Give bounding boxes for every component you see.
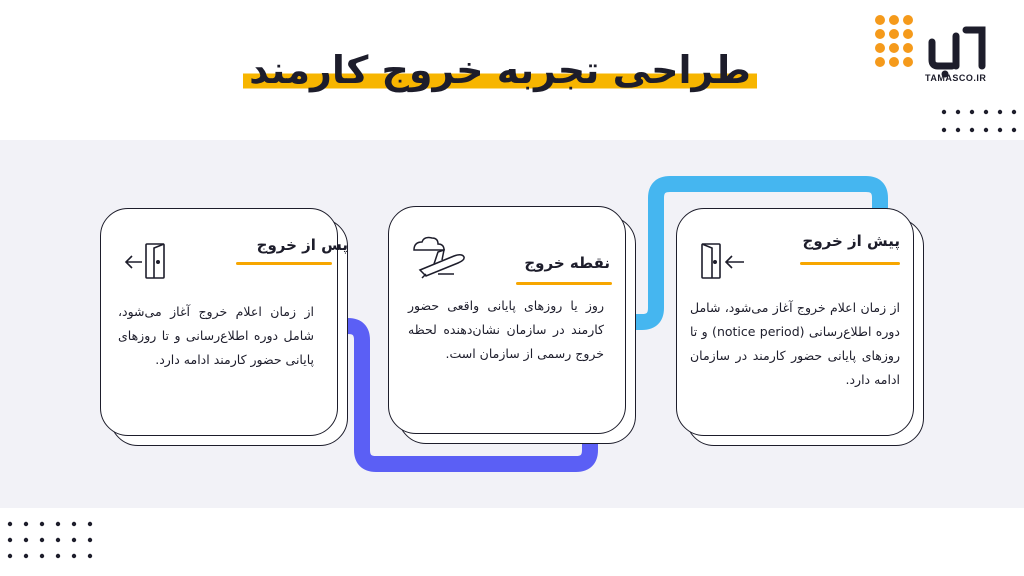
- title-underline: [800, 262, 900, 265]
- page-title: طراحی تجربه خروج کارمند: [200, 44, 800, 96]
- card-post-exit: [100, 208, 338, 436]
- title-underline: [236, 262, 332, 265]
- title-underline: [516, 282, 612, 285]
- card-title-post-exit: پس از خروج: [256, 236, 348, 254]
- dot-grid-decoration-top: [941, 109, 1017, 133]
- arrow-to-exit-point: [602, 176, 888, 330]
- door-enter-icon: [701, 243, 744, 279]
- door-exit-icon: [124, 243, 165, 279]
- card-pre-exit: [676, 208, 914, 436]
- arrow-to-post-exit: [310, 318, 598, 472]
- card-title-exit-point: نقطه خروج: [524, 254, 610, 272]
- dot-grid-decoration-bottom: [7, 521, 93, 559]
- airplane-departure-icon: [413, 236, 465, 279]
- card-exit-point: [388, 206, 626, 434]
- logo-text: TAMASCO.IR: [925, 73, 987, 83]
- card-body-exit-point: روز یا روزهای پایانی واقعی حضور کارمند د…: [408, 298, 604, 361]
- card-body-post-exit: از زمان اعلام خروج آغاز می‌شود، شامل دور…: [118, 304, 314, 367]
- card-title-pre-exit: پیش از خروج: [802, 232, 900, 250]
- tamasco-logo: [875, 15, 986, 78]
- card-body-pre-exit: از زمان اعلام خروج آغاز می‌شود، شامل دور…: [690, 300, 900, 387]
